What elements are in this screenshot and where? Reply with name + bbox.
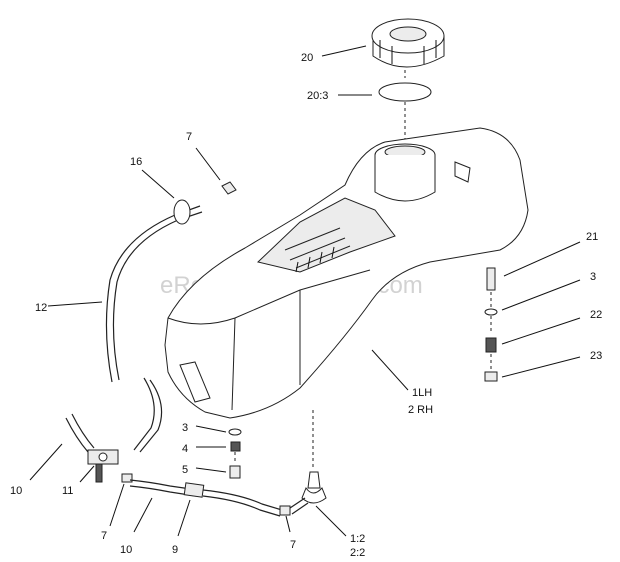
callout-9: 9	[172, 544, 178, 556]
hose-clamp-7-lower	[121, 473, 133, 483]
hose-clamp-7-bottom	[279, 505, 291, 516]
leader-10-left	[29, 443, 63, 481]
callout-2rh: 2 RH	[408, 404, 433, 416]
callout-20-3: 20:3	[307, 90, 328, 102]
callout-10-left: 10	[10, 485, 22, 497]
leader-12	[47, 301, 103, 307]
callout-22: 22	[590, 309, 602, 321]
leader-5	[195, 467, 227, 473]
fuel-hose-10-left	[65, 413, 95, 453]
leader-11	[79, 465, 95, 483]
fuel-tank	[164, 127, 529, 419]
leader-1-2	[315, 505, 347, 537]
callout-23: 23	[590, 350, 602, 362]
fuel-hose-12	[105, 205, 203, 453]
leader-20	[321, 45, 367, 57]
callout-4: 4	[182, 443, 188, 455]
callout-12: 12	[35, 302, 47, 314]
leader-7-bottom	[285, 515, 291, 533]
leader-23	[501, 356, 581, 378]
tank-outlet-fitting	[301, 410, 327, 504]
mounting-hardware-center	[228, 428, 242, 479]
leader-9	[177, 499, 191, 537]
callout-1-2: 1:2	[350, 533, 365, 545]
callout-21: 21	[586, 231, 598, 243]
callout-7-bottom: 7	[290, 539, 296, 551]
leader-21	[503, 241, 581, 277]
fuel-filter-9	[183, 482, 205, 498]
leader-3-right	[501, 279, 581, 311]
leader-7-top	[195, 147, 221, 181]
mounting-hardware-right	[484, 267, 498, 382]
callout-16: 16	[130, 156, 142, 168]
callout-3-mid: 3	[182, 422, 188, 434]
leader-7-lower	[109, 483, 125, 527]
leader-22	[501, 317, 581, 345]
shutoff-valve-11	[87, 449, 119, 483]
leader-3-mid	[195, 425, 227, 433]
callout-1lh: 1LH	[412, 387, 432, 399]
callout-3-right: 3	[590, 271, 596, 283]
fuel-hose-10-bottom	[129, 479, 199, 497]
vent-hose-clamp-16	[173, 199, 191, 225]
leader-10-bottom	[133, 497, 153, 533]
callout-2-2: 2:2	[350, 547, 365, 559]
callout-10-bottom: 10	[120, 544, 132, 556]
callout-5: 5	[182, 464, 188, 476]
callout-7-top: 7	[186, 131, 192, 143]
callout-11: 11	[62, 485, 73, 497]
callout-7-lower: 7	[101, 530, 107, 542]
vent-fitting-7-top	[221, 181, 237, 195]
fuel-hose-to-tank	[202, 489, 309, 517]
leader-16	[141, 169, 175, 199]
fuel-cap	[371, 18, 445, 68]
cap-gasket	[378, 82, 432, 102]
leader-1lh	[371, 349, 409, 391]
callout-20: 20	[301, 52, 313, 64]
